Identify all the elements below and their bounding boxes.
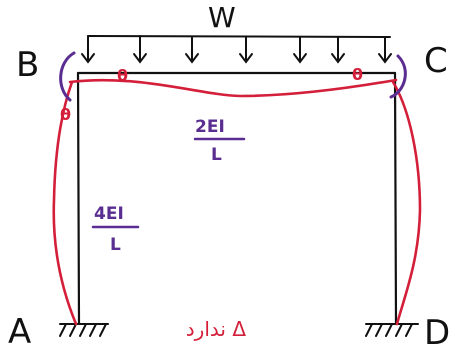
support-a (59, 323, 109, 337)
beam-stiffness-numerator: 2EI (195, 117, 225, 137)
portal-frame (76, 71, 398, 326)
theta-c: θ (352, 65, 363, 84)
deflected-column-left (52, 80, 78, 326)
beam-stiffness-denominator: L (211, 145, 222, 165)
rotation-arc-b (59, 51, 76, 102)
column-stiffness: 4EI L (91, 204, 140, 255)
theta-b-beam: θ (117, 66, 128, 85)
deflected-shape (52, 78, 422, 326)
column-stiffness-numerator: 4EI (94, 204, 124, 224)
node-label-c: C (424, 41, 448, 81)
rotation-arc-c (389, 54, 407, 99)
load-label: W (208, 1, 236, 34)
rotation-marks (59, 51, 407, 102)
beam-stiffness: 2EI L (193, 117, 246, 165)
no-sway-note: Δ ندارد (186, 317, 247, 341)
node-label-a: A (8, 312, 31, 349)
node-label-d: D (424, 313, 449, 349)
deflected-beam (68, 78, 398, 98)
column-cd (393, 71, 398, 326)
load-arrows (81, 35, 392, 64)
load-line (87, 35, 391, 38)
column-ab (76, 71, 81, 326)
support-d (365, 323, 419, 337)
node-label-b: B (16, 45, 39, 85)
column-stiffness-denominator: L (110, 235, 121, 255)
theta-b-column: θ (60, 105, 71, 124)
distributed-load (81, 35, 392, 64)
deflected-column-right (391, 80, 422, 326)
